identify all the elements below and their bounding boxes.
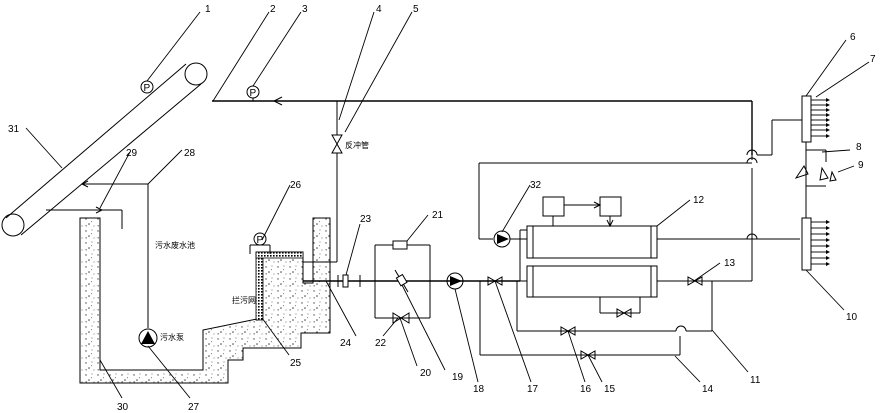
callout-1: 1 — [205, 4, 211, 15]
belt-pressure-gauge: P — [140, 80, 154, 94]
callout-2: 2 — [270, 4, 276, 15]
pool-pressure-gauge: P — [249, 232, 271, 254]
gauge-symbol: P — [257, 235, 264, 246]
callout-31: 31 — [8, 124, 20, 135]
callout-23: 23 — [360, 214, 372, 225]
recirculation-pump — [493, 230, 511, 248]
callout-9: 9 — [858, 160, 864, 171]
callout-22: 22 — [375, 338, 387, 349]
gauge-symbol-top: P — [250, 88, 257, 99]
callout-6: 6 — [850, 32, 856, 43]
callout-15: 15 — [604, 384, 616, 395]
callout-28: 28 — [184, 148, 196, 159]
sewage-pool-label: 污水废水池 — [155, 240, 195, 250]
callout-12: 12 — [693, 195, 705, 206]
callout-21: 21 — [432, 210, 444, 221]
callout-numbers: 1 2 3 4 5 6 7 8 9 10 11 12 13 14 15 16 1… — [8, 4, 876, 413]
callout-26: 26 — [290, 180, 302, 191]
callout-30: 30 — [117, 402, 129, 413]
sewage-pump-label: 污水泵 — [160, 332, 184, 342]
callout-8: 8 — [856, 142, 862, 153]
callout-13: 13 — [724, 258, 736, 269]
callout-20: 20 — [420, 368, 432, 379]
callout-17: 17 — [527, 384, 539, 395]
sewage-pool: 污水废水池 拦污网 — [79, 217, 331, 384]
callout-19: 19 — [452, 372, 464, 383]
callout-14: 14 — [702, 384, 714, 395]
callout-27: 27 — [188, 402, 200, 413]
callout-24: 24 — [340, 338, 352, 349]
callout-11: 11 — [750, 375, 761, 386]
callout-29: 29 — [126, 148, 138, 159]
backflush-label: 反冲管 — [345, 140, 369, 150]
callout-32: 32 — [530, 180, 542, 191]
callout-18: 18 — [473, 384, 485, 395]
callout-5: 5 — [413, 4, 419, 15]
callout-4: 4 — [376, 4, 382, 15]
callout-25: 25 — [290, 358, 302, 369]
top-pressure-gauge: P — [246, 85, 260, 101]
callout-3: 3 — [302, 4, 308, 15]
filter-screen-label: 拦污网 — [232, 295, 256, 305]
sewage-pump: 污水泵 — [138, 184, 184, 348]
callout-10: 10 — [846, 312, 858, 323]
callout-7: 7 — [870, 54, 876, 65]
callout-16: 16 — [580, 384, 592, 395]
gauge-symbol-belt: P — [144, 83, 151, 94]
